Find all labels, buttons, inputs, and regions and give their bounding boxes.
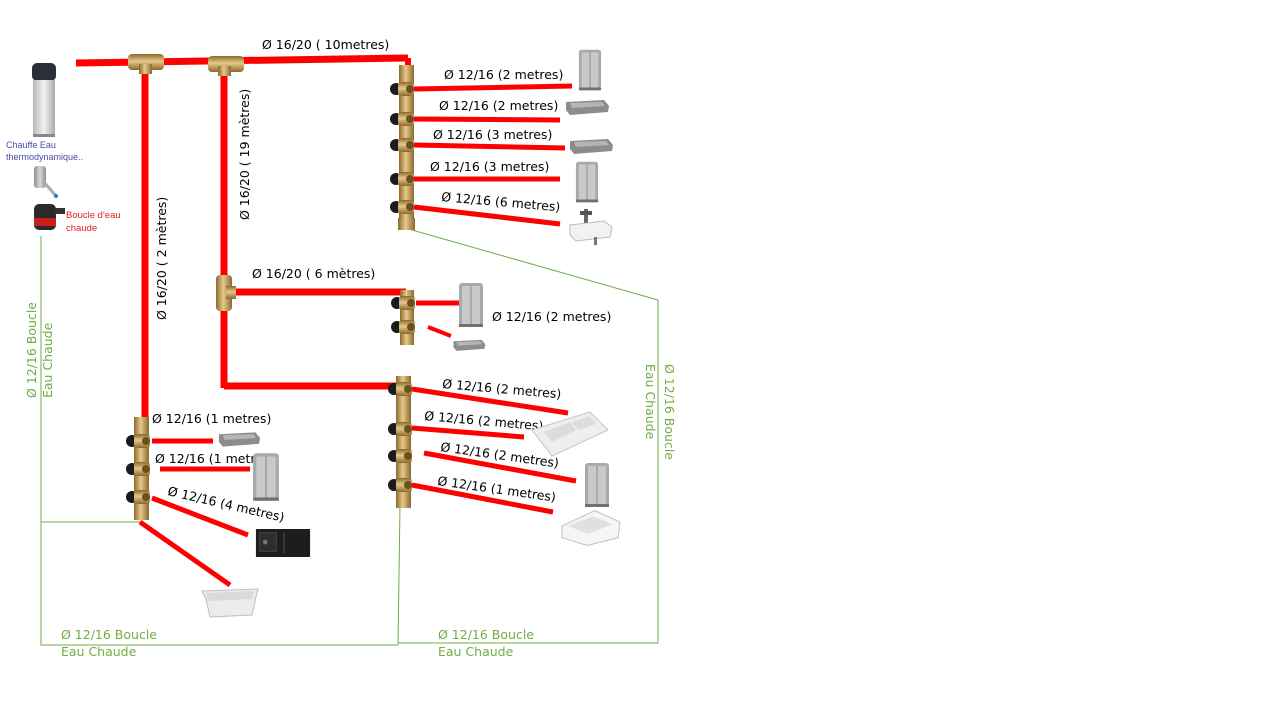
- washbasin-icon: [218, 432, 261, 447]
- valve-icon: [34, 166, 58, 198]
- loop-label-right-line2: Eau Chaude: [643, 364, 658, 440]
- pipe-label-branch-6: Ø 16/20 ( 6 mètres): [252, 266, 375, 281]
- loop-label-left-line2: Eau Chaude: [40, 322, 55, 398]
- outlet-label: Ø 12/16 (3 metres): [430, 159, 549, 174]
- shower-icon: [458, 282, 484, 328]
- loop-label-bottom-left-line2: Eau Chaude: [61, 644, 137, 659]
- shower-icon: [575, 161, 599, 203]
- outlet-pipes-lower-right: [411, 386, 577, 515]
- pipe-label-top: Ø 16/20 ( 10metres): [262, 37, 389, 52]
- outlet-pipe: [427, 325, 452, 338]
- outlet-pipes-lower-left: [138, 438, 250, 588]
- tee-fitting: [208, 56, 244, 76]
- heater-label-line1: Chauffe Eau: [6, 140, 56, 150]
- pump-label-line1: Boucle d'eau: [66, 210, 121, 221]
- tee-fitting: [128, 54, 164, 74]
- loop-label-left-line1: Ø 12/16 Boucle: [24, 302, 39, 398]
- manifold-lower-left: [126, 417, 150, 520]
- washbasin-icon: [566, 100, 609, 115]
- manifold-middle: [391, 290, 415, 345]
- outlet-label: Ø 12/16 (3 metres): [433, 127, 552, 142]
- loop-label-right-line1: Ø 12/16 Boucle: [662, 364, 677, 460]
- manifold-top-right: [390, 65, 415, 230]
- loop-label-bottom-right-line1: Ø 12/16 Boucle: [438, 627, 534, 642]
- hand-sink-icon: [569, 208, 613, 246]
- shower-icon: [584, 462, 610, 508]
- outlet-label: Ø 12/16 (1 metres): [155, 451, 274, 466]
- outlet-pipes-top-right: [413, 83, 573, 227]
- kitchen-sink-icon: [255, 529, 311, 557]
- outlet-label: Ø 12/16 (2 metres): [492, 309, 611, 324]
- washbasin-icon: [570, 139, 613, 154]
- utility-sink-icon: [201, 588, 259, 618]
- outlet-label: Ø 12/16 (2 metres): [444, 67, 563, 82]
- washbasin-icon: [453, 339, 486, 351]
- shower-icon: [578, 49, 602, 91]
- loop-label-bottom-right-line2: Eau Chaude: [438, 644, 514, 659]
- pipe-label-vertical-19: Ø 16/20 ( 19 mètres): [237, 89, 252, 220]
- outlet-label: Ø 12/16 (2 metres): [439, 98, 558, 113]
- heater-label-line2: thermodynamique..: [6, 152, 83, 162]
- pipe-label-vertical-2: Ø 16/20 ( 2 mètres): [154, 197, 169, 320]
- loop-label-bottom-left-line1: Ø 12/16 Boucle: [61, 627, 157, 642]
- manifold-lower-right: [388, 376, 412, 508]
- basin-icon: [561, 510, 621, 546]
- hot-water-return-loop: [40, 227, 659, 646]
- pump-label-line2: chaude: [66, 223, 97, 234]
- circulator-pump-icon: [34, 204, 65, 230]
- shower-icon: [252, 452, 280, 502]
- water-heater-icon: [32, 63, 56, 137]
- outlet-label: Ø 12/16 (1 metres): [152, 411, 271, 426]
- tee-fitting: [216, 275, 236, 311]
